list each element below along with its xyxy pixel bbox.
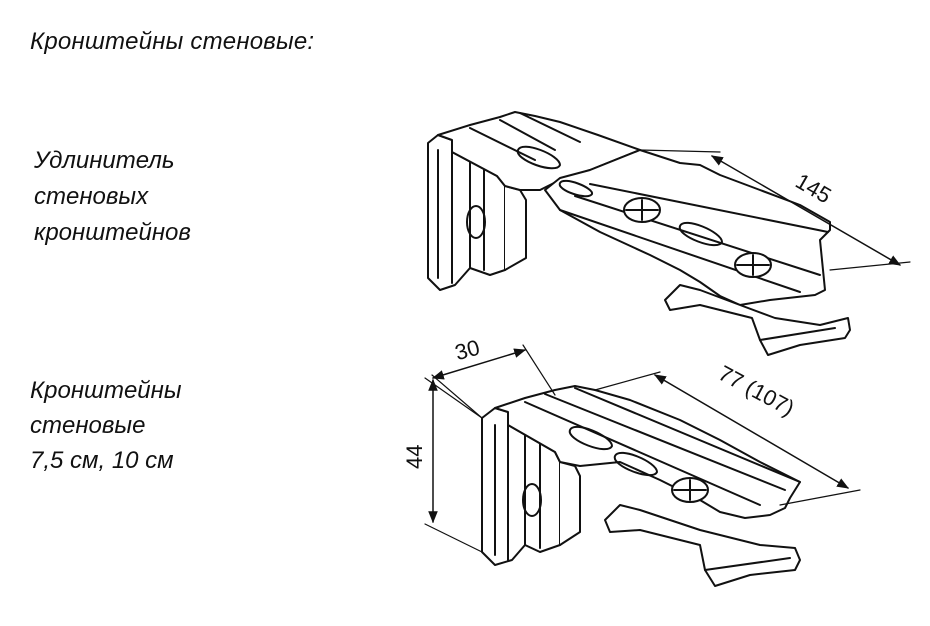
- bracket-height-label: 44: [402, 445, 427, 469]
- extender-plate-hole: [466, 205, 486, 239]
- extender-drawing: 145: [427, 111, 911, 356]
- extender-screw-1: [623, 197, 661, 223]
- bracket-hook: [604, 504, 801, 587]
- extender-dim-line: [710, 155, 902, 266]
- bracket-screw: [671, 477, 709, 503]
- extender-label-line-2: стеновых: [34, 183, 149, 210]
- extender-label-line-1: Удлинитель: [34, 147, 175, 174]
- extender-screw-2: [734, 252, 772, 278]
- bracket-depth-ext-2: [522, 344, 556, 396]
- extender-label-line-3: кронштейнов: [34, 219, 191, 246]
- bracket-depth-label: 30: [452, 335, 482, 365]
- extender-dim-ext-1: [639, 149, 721, 153]
- extender-label: Удлинитель стеновых кронштейнов: [34, 143, 191, 251]
- extender-slot-1: [516, 145, 561, 170]
- bracket-drawing: 30 44 77 (107): [402, 335, 861, 587]
- bracket-height-ext-2: [424, 523, 483, 553]
- bracket-slot-1: [568, 425, 613, 451]
- page-title: Кронштейны стеновые:: [30, 28, 315, 55]
- bracket-depth-dim-line: [431, 348, 527, 380]
- bracket-length-ext-1: [594, 371, 661, 391]
- bracket-length-label: 77 (107): [714, 360, 798, 421]
- bracket-length-dim-line: [653, 374, 850, 489]
- bracket-label: Кронштейны стеновые 7,5 см, 10 см: [30, 373, 182, 478]
- bracket-label-line-1: Кронштейны: [30, 377, 182, 404]
- extender-hook: [664, 284, 851, 356]
- extender-length-label: 145: [791, 168, 835, 208]
- bracket-length-ext-2: [779, 489, 861, 506]
- extender-plate: [544, 149, 831, 306]
- bracket-plate-hole: [522, 483, 542, 517]
- bracket-label-line-2: стеновые: [30, 412, 146, 439]
- bracket-label-line-3: 7,5 см, 10 см: [30, 447, 174, 474]
- extender-slot-3: [558, 179, 593, 198]
- bracket-depth-ext-1: [431, 374, 483, 419]
